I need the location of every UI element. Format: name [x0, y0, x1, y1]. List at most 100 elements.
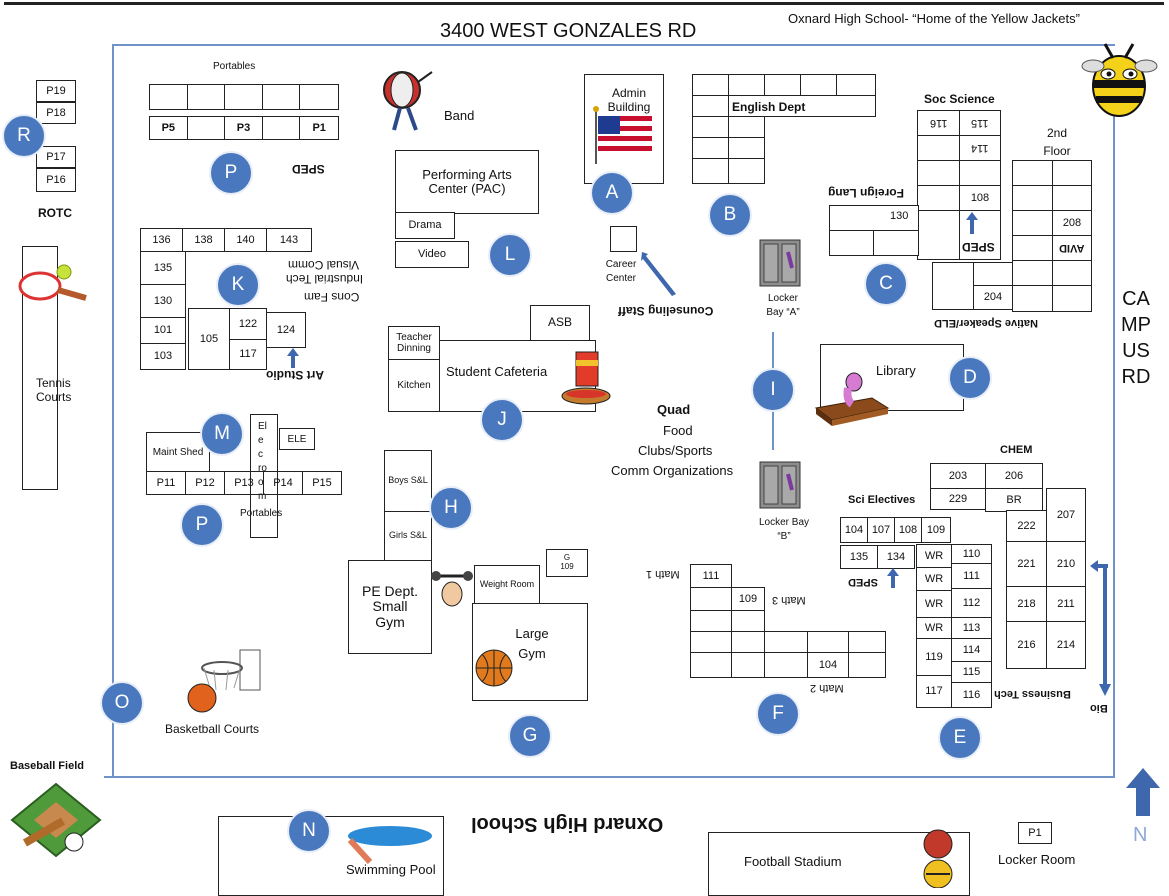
room-p17[interactable]: P17 [36, 146, 76, 168]
room-p18[interactable]: P18 [36, 102, 76, 124]
room-101[interactable]: 101 [140, 317, 186, 344]
video-room[interactable]: Video [395, 241, 469, 268]
marker-f[interactable]: F [756, 692, 800, 736]
room-116[interactable]: 116 [917, 110, 960, 136]
room-130-foreign-lang[interactable] [829, 205, 919, 231]
room-112[interactable]: 112 [951, 588, 992, 618]
marker-r[interactable]: R [2, 114, 46, 158]
room-117[interactable]: 117 [229, 339, 267, 370]
avid-building[interactable]: 208 AVID [1012, 160, 1092, 312]
room-113[interactable]: 113 [951, 617, 992, 639]
room-114[interactable]: 114 [959, 135, 1001, 161]
elec-room[interactable] [250, 414, 278, 538]
marker-h[interactable]: H [429, 486, 473, 530]
avid-room-label[interactable]: AVID [1052, 235, 1092, 261]
pe-dept-small-gym[interactable]: PE Dept. Small Gym [348, 560, 432, 654]
bio-building[interactable]: 222 207 221 210 218 211 216 214 [1006, 488, 1086, 670]
room-p5[interactable]: P5 [150, 117, 188, 139]
room-143[interactable]: 143 [266, 228, 312, 252]
marker-l[interactable]: L [488, 233, 532, 277]
room-124[interactable]: 124 [266, 312, 306, 348]
room-115[interactable]: 115 [959, 110, 1001, 136]
room-105[interactable]: 105 [188, 308, 230, 370]
room-p12[interactable]: P12 [185, 471, 225, 495]
room-134-sci[interactable]: 134 [877, 545, 915, 569]
room-114[interactable]: 114 [951, 638, 992, 662]
room-108[interactable]: 108 [959, 185, 1001, 211]
room-135[interactable]: 135 [140, 251, 186, 285]
room-p1[interactable]: P1 [312, 122, 326, 134]
room-206[interactable]: 206 [985, 463, 1043, 489]
marker-m[interactable]: M [200, 412, 244, 456]
room-203[interactable]: 203 [930, 463, 986, 489]
room-104-sci[interactable]: 104 [840, 517, 868, 543]
room-108-sci[interactable]: 108 [894, 517, 922, 543]
room-109-math[interactable]: 109 [731, 587, 765, 611]
room-216[interactable]: 216 [1006, 621, 1047, 669]
marker-o[interactable]: O [100, 681, 144, 725]
room-117[interactable]: 117 [916, 675, 952, 708]
marker-p-bottom[interactable]: P [180, 503, 224, 547]
room-211[interactable]: 211 [1046, 586, 1086, 622]
marker-c[interactable]: C [864, 262, 908, 306]
english-dept-building[interactable] [692, 74, 876, 186]
e-building[interactable]: WR 110 WR 111 WR 112 WR 113 119 114 115 … [916, 544, 992, 708]
room-wr[interactable]: WR [916, 617, 952, 639]
room-107-sci[interactable]: 107 [867, 517, 895, 543]
room-wr[interactable]: WR [916, 544, 952, 568]
performing-arts-center[interactable]: Performing Arts Center (PAC) [395, 150, 539, 214]
room-229[interactable]: 229 [930, 488, 986, 510]
room-wr[interactable]: WR [916, 567, 952, 591]
math-building[interactable]: 111 109 104 [690, 564, 886, 678]
room-110[interactable]: 110 [951, 544, 992, 564]
room-p15[interactable]: P15 [302, 471, 342, 495]
drama-room[interactable]: Drama [395, 212, 455, 239]
room-221[interactable]: 221 [1006, 541, 1047, 587]
asb-room[interactable]: ASB [530, 305, 590, 341]
room-g109[interactable]: G 109 [546, 549, 588, 577]
room-115[interactable]: 115 [951, 661, 992, 683]
room-109-sci[interactable]: 109 [921, 517, 951, 543]
boys-locker-room[interactable]: Boys S&L [384, 450, 432, 512]
kitchen-room[interactable]: Kitchen [388, 359, 440, 412]
room-214[interactable]: 214 [1046, 621, 1086, 669]
marker-n[interactable]: N [287, 809, 331, 853]
room-119[interactable]: 119 [916, 638, 952, 676]
room-122[interactable]: 122 [229, 308, 267, 340]
marker-e[interactable]: E [938, 716, 982, 760]
marker-b[interactable]: B [708, 193, 752, 237]
marker-k[interactable]: K [216, 263, 260, 307]
room-111-math[interactable]: 111 [690, 564, 732, 588]
room-103[interactable]: 103 [140, 343, 186, 370]
ele-room[interactable]: ELE [279, 428, 315, 450]
room-p16[interactable]: P16 [36, 168, 76, 192]
room-210[interactable]: 210 [1046, 541, 1086, 587]
room-p1-bottom[interactable]: P1 [1018, 822, 1052, 844]
room-116[interactable]: 116 [951, 682, 992, 708]
room-140[interactable]: 140 [224, 228, 267, 252]
room-136[interactable]: 136 [140, 228, 183, 252]
room-p13[interactable]: P13 [224, 471, 264, 495]
room-218[interactable]: 218 [1006, 586, 1047, 622]
marker-j[interactable]: J [480, 398, 524, 442]
soc-science-building[interactable]: 116 115 114 108 [917, 110, 1001, 260]
room-p3[interactable]: P3 [225, 117, 263, 139]
marker-i[interactable]: I [751, 368, 795, 412]
marker-p-top[interactable]: P [209, 151, 253, 195]
room-208[interactable]: 208 [1052, 210, 1092, 236]
marker-a[interactable]: A [590, 171, 634, 215]
marker-d[interactable]: D [948, 356, 992, 400]
marker-g[interactable]: G [508, 714, 552, 758]
room-111[interactable]: 111 [951, 563, 992, 589]
room-104-math[interactable]: 104 [807, 652, 849, 678]
room-wr[interactable]: WR [916, 590, 952, 618]
room-222[interactable]: 222 [1006, 510, 1047, 542]
room-br[interactable]: BR [985, 488, 1043, 512]
room-p11[interactable]: P11 [146, 471, 186, 495]
room-204[interactable]: 204 [973, 285, 1013, 310]
room-130[interactable]: 130 [140, 284, 186, 318]
girls-locker-room[interactable]: Girls S&L [384, 511, 432, 561]
room-207[interactable]: 207 [1046, 488, 1086, 542]
k-building[interactable]: 136 138 140 143 135 130 101 103 105 122 … [140, 228, 312, 370]
teacher-dining-room[interactable]: Teacher Dinning [388, 326, 440, 360]
